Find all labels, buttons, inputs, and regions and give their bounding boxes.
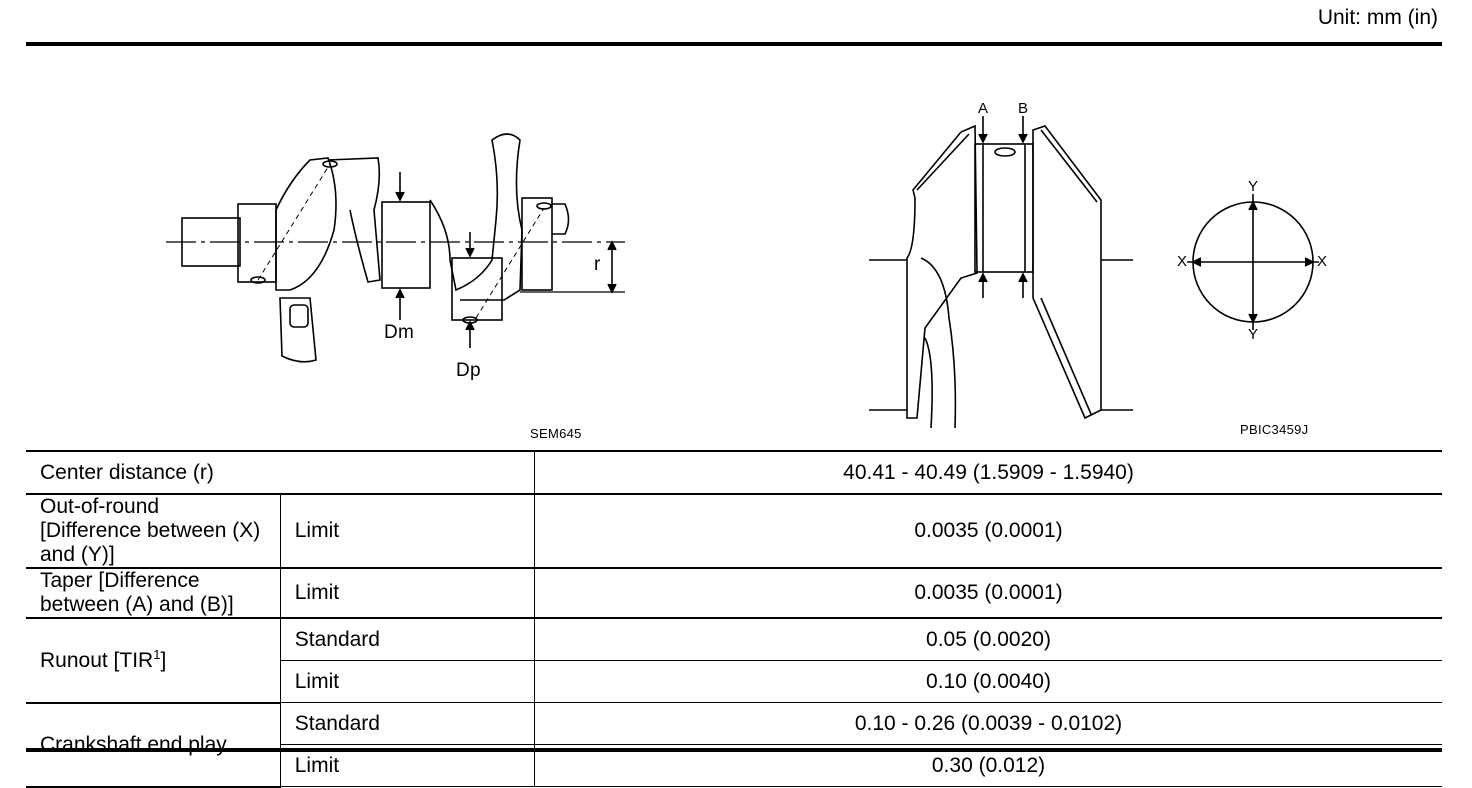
taper-label: Taper [Difference between (A) and (B)]	[26, 567, 281, 619]
x-label-right: X	[1317, 253, 1328, 270]
y-label-top: Y	[1248, 178, 1259, 195]
out-of-round-label: Out-of-round [Difference between (X) and…	[26, 493, 281, 569]
end-play-standard-label: Standard	[279, 702, 535, 745]
bottom-rule	[26, 748, 1442, 752]
unit-label: Unit: mm (in)	[1317, 6, 1438, 29]
table-row: Limit 0.10 (0.0040)	[26, 660, 1442, 703]
center-distance-value: 40.41 - 40.49 (1.5909 - 1.5940)	[534, 450, 1442, 495]
center-distance-label: Center distance (r)	[26, 450, 535, 495]
dm-label: Dm	[384, 322, 415, 343]
runout-label: Runout [TIR1]	[26, 617, 281, 704]
crankshaft-spec-table: Center distance (r) 40.41 - 40.49 (1.590…	[26, 450, 1442, 788]
runout-limit-label: Limit	[279, 660, 535, 703]
out-of-round-value: 0.0035 (0.0001)	[534, 493, 1442, 569]
y-label-bottom: Y	[1248, 326, 1259, 343]
runout-standard-value: 0.05 (0.0020)	[534, 617, 1442, 661]
x-label-left: X	[1177, 253, 1188, 270]
table-row: Center distance (r) 40.41 - 40.49 (1.590…	[26, 450, 1442, 495]
crankshaft-diagram: r Dm Dp	[160, 120, 640, 420]
b-label: B	[1018, 100, 1029, 117]
table-row: Runout [TIR1] Standard 0.05 (0.0020)	[26, 617, 1442, 704]
dp-label: Dp	[456, 360, 481, 381]
taper-kind: Limit	[279, 567, 535, 619]
a-label: A	[978, 100, 989, 117]
end-play-standard-value: 0.10 - 0.26 (0.0039 - 0.0102)	[534, 702, 1442, 745]
taper-value: 0.0035 (0.0001)	[534, 567, 1442, 619]
runout-limit-value: 0.10 (0.0040)	[534, 660, 1442, 703]
left-figure-caption: SEM645	[530, 426, 582, 441]
table-row: Crankshaft end play Standard 0.10 - 0.26…	[26, 701, 1442, 788]
r-label: r	[594, 254, 601, 275]
right-figure-caption: PBIC3459J	[1240, 422, 1309, 437]
table-row: Taper [Difference between (A) and (B)] L…	[26, 567, 1442, 619]
table-row: Out-of-round [Difference between (X) and…	[26, 493, 1442, 569]
top-rule	[26, 42, 1442, 46]
journal-measurement-diagram: A B Y Y X X	[865, 98, 1335, 428]
runout-standard-label: Standard	[279, 617, 535, 661]
out-of-round-kind: Limit	[279, 493, 535, 569]
footnote-marker: 1	[153, 647, 161, 663]
